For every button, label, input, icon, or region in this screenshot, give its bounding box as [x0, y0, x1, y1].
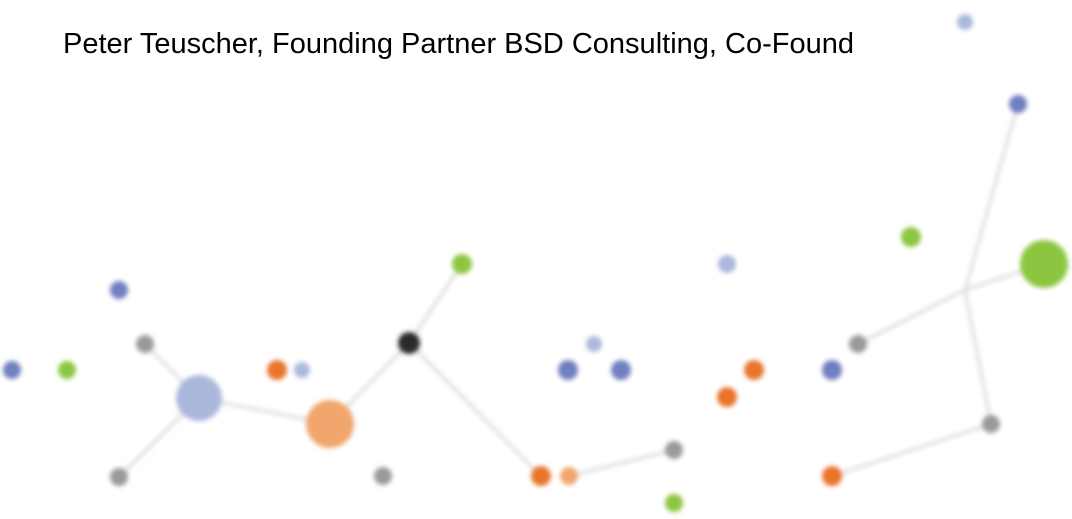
network-node: [110, 468, 128, 486]
network-node: [294, 362, 310, 378]
network-node: [531, 466, 551, 486]
network-node: [58, 361, 76, 379]
network-node: [744, 360, 764, 380]
network-node: [717, 387, 737, 407]
network-node: [560, 467, 578, 485]
network-link: [830, 422, 993, 478]
network-node: [586, 336, 602, 352]
network-node: [822, 360, 842, 380]
network-node: [558, 360, 578, 380]
network-node: [957, 14, 973, 30]
network-link: [963, 288, 993, 426]
network-node: [1020, 240, 1068, 288]
network-node: [665, 494, 683, 512]
network-node: [849, 335, 867, 353]
network-node: [718, 255, 736, 273]
network-node: [267, 360, 287, 380]
network-node: [901, 227, 921, 247]
network-node: [665, 441, 683, 459]
network-node: [110, 281, 128, 299]
network-node: [452, 254, 472, 274]
network-link: [407, 341, 543, 478]
network-link: [963, 102, 1020, 292]
caption-text: Peter Teuscher, Founding Partner BSD Con…: [63, 28, 854, 60]
network-node: [306, 400, 354, 448]
network-link: [856, 288, 967, 346]
network-node: [3, 361, 21, 379]
network-node: [1009, 95, 1027, 113]
network-node: [611, 360, 631, 380]
network-node: [176, 375, 222, 421]
network-link: [567, 448, 676, 478]
network-node: [136, 335, 154, 353]
network-node: [822, 466, 842, 486]
network-node: [982, 415, 1000, 433]
network-node: [398, 332, 420, 354]
network-node: [374, 467, 392, 485]
network-link: [407, 262, 464, 345]
